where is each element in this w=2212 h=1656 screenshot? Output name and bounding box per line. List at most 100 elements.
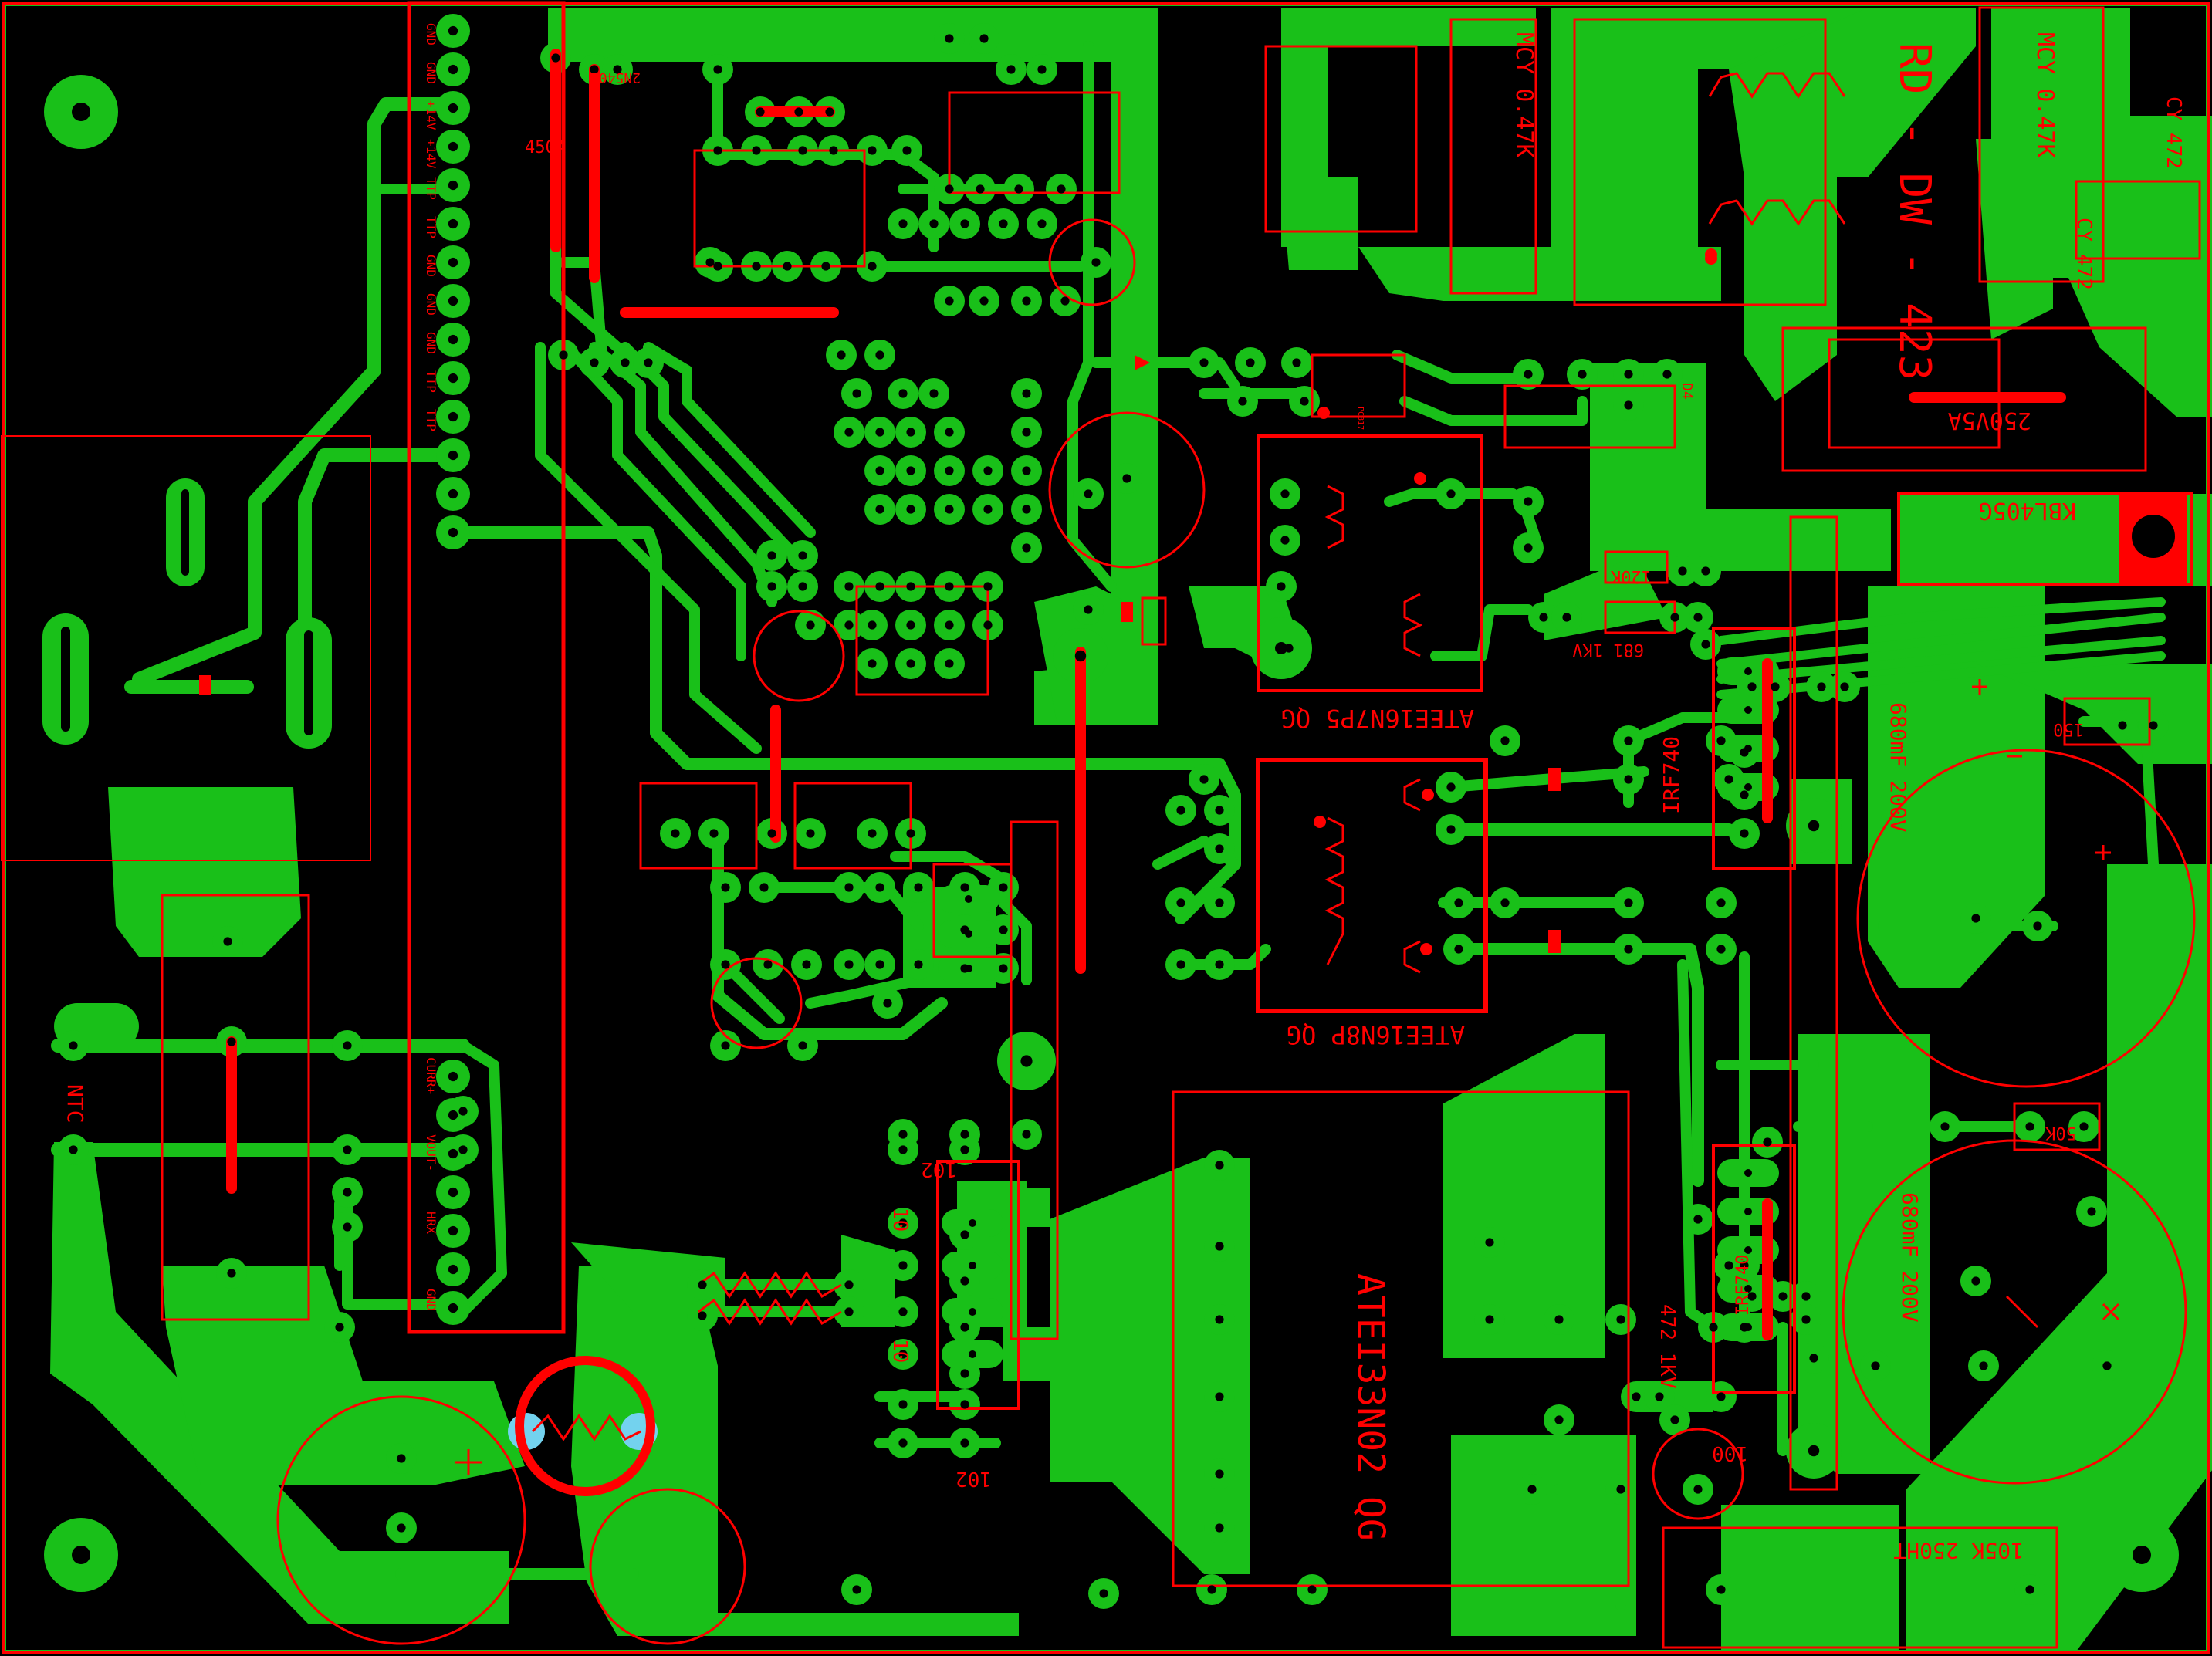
drill-hole (448, 25, 458, 36)
drill-hole (448, 64, 458, 75)
drill-hole (945, 184, 954, 194)
label-transformer-main: ATEI33N02 QG (1349, 1273, 1392, 1541)
drill-hole (1006, 65, 1016, 74)
drill-hole (1207, 1585, 1216, 1594)
diode-band-1 (1121, 602, 1133, 622)
copper-trace-32 (1445, 943, 1704, 1187)
drill-hole (1624, 736, 1633, 745)
drill-hole (1716, 898, 1726, 907)
pour-ac-center (1551, 8, 1868, 301)
drill-hole (868, 262, 877, 271)
drill-hole (960, 1400, 969, 1409)
drill-hole (1744, 783, 1752, 791)
drill-hole (999, 219, 1008, 228)
drill-hole (1446, 825, 1456, 834)
silk-cap-x-outline (1449, 18, 1537, 295)
drill-hole (448, 1225, 458, 1236)
drill-hole (448, 257, 458, 268)
silk-electrolytic-1 (1048, 411, 1206, 569)
drill-hole (397, 1454, 406, 1463)
drill-hole (1280, 536, 1290, 545)
drill-hole (1744, 1169, 1752, 1177)
drill-hole (1176, 960, 1185, 969)
drill-hole (448, 488, 458, 499)
drill-hole (883, 999, 892, 1008)
drill-hole (1971, 1276, 1980, 1286)
pour-cap2-right (1906, 864, 2212, 1651)
drill-hole (906, 659, 915, 668)
drill-hole (721, 883, 730, 892)
silk-inductor-outline (936, 1160, 1020, 1410)
drill-hole (1624, 370, 1633, 379)
drill-hole (1747, 1292, 1757, 1301)
drill-hole (223, 937, 232, 946)
drill-hole (898, 389, 908, 398)
drill-hole (1060, 296, 1070, 306)
drill-hole (1454, 898, 1463, 907)
drill-hole (1122, 474, 1131, 483)
drill-hole (227, 1269, 236, 1278)
drill-hole (767, 551, 776, 560)
drill-hole (806, 829, 815, 838)
drill-hole (875, 883, 884, 892)
drill-hole (767, 829, 776, 838)
diode-arrow (1135, 355, 1150, 370)
label-mcy-left: MCY 0.47K (1510, 32, 1537, 158)
label-c-100: 100 (1712, 1441, 1748, 1465)
drill-hole (709, 829, 719, 838)
drill-hole (1176, 806, 1185, 815)
silk-opto-outline (1311, 353, 1406, 418)
drill-hole (343, 1041, 352, 1050)
drill-hole (458, 1107, 468, 1116)
silk-cap-left-circle (276, 1395, 526, 1645)
silk-strip-vertical (1010, 820, 1059, 1340)
drill-layer (61, 25, 2175, 1598)
drill-hole (914, 883, 923, 892)
drill-hole (852, 389, 861, 398)
bridge-pin-drill (2132, 515, 2175, 558)
silk-inductor-ring (515, 1356, 655, 1496)
silk-box-3 (855, 585, 989, 696)
drill-hole (999, 964, 1008, 973)
drill-hole (945, 620, 954, 630)
drill-hole (1280, 489, 1290, 498)
copper-trace-48 (890, 851, 1009, 885)
drill-hole (999, 883, 1008, 892)
silk-dot-3 (1422, 789, 1434, 801)
drill-hole (1524, 497, 1533, 506)
drill-hole (898, 1400, 908, 1409)
drill-hole (1693, 1485, 1703, 1494)
drill-hole (1940, 1122, 1950, 1131)
header-label-2: GND (424, 62, 438, 84)
drill-hole (906, 505, 915, 514)
drill-hole (798, 582, 807, 591)
drill-hole (1616, 1485, 1625, 1494)
silk-choke-outline (1573, 18, 1827, 306)
drill-hole (1057, 184, 1066, 194)
drill-hole (798, 551, 807, 560)
drill-hole (1524, 370, 1533, 379)
drill-hole (1709, 1323, 1718, 1332)
drill-hole (1716, 1585, 1726, 1594)
label-c-102-bottom: 102 (955, 1467, 992, 1490)
drill-hole (1744, 1323, 1752, 1331)
silk-electrolytic-2 (1048, 218, 1136, 306)
drill-hole (448, 1187, 458, 1198)
drill-hole (837, 350, 846, 360)
header-label-4: +14V (424, 139, 438, 169)
header-bottom-label-3: HRX (424, 1212, 438, 1234)
silk-main-outline (1172, 1090, 1630, 1587)
drill-hole (2087, 1207, 2096, 1216)
drill-hole (2079, 1122, 2089, 1131)
silk-coil-3 (698, 1271, 842, 1299)
silk-mcy-right-outline (1978, 6, 2105, 283)
drill-hole (1740, 829, 1749, 838)
silk-cap1-circle (1856, 749, 2196, 1088)
silk-bridge-outline (1897, 492, 2193, 586)
drill-hole (69, 1041, 78, 1050)
drill-hole (1747, 682, 1757, 691)
drill-hole (1670, 613, 1679, 622)
drill-hole (1238, 397, 1247, 406)
drill-hole (1562, 613, 1571, 622)
drill-hole (976, 184, 985, 194)
